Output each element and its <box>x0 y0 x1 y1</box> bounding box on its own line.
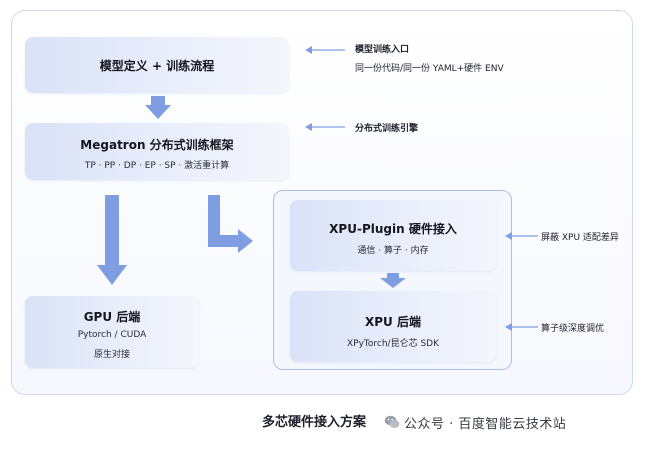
gpu-backend-title: GPU 后端 <box>83 310 141 324</box>
watermark-text: 公众号 · 百度智能云技术站 <box>404 417 567 432</box>
arrow-megatron-to-xpu-plugin <box>208 195 253 253</box>
note-mask: 屏蔽 XPU 适配差异 <box>541 233 619 243</box>
pointer-mask <box>505 232 538 240</box>
model-definition-title: 模型定义 + 训练流程 <box>99 59 215 73</box>
note-tuning: 算子级深度调优 <box>541 324 605 334</box>
xpu-backend-box: XPU 后端 XPyTorch/昆仑芯 SDK <box>290 291 496 362</box>
xpu-plugin-box: XPU-Plugin 硬件接入 通信 · 算子 · 内存 <box>290 200 496 271</box>
pointer-tuning <box>505 323 538 331</box>
gpu-backend-line1: Pytorch / CUDA <box>77 330 147 340</box>
xpu-backend-title: XPU 后端 <box>365 315 421 329</box>
xpu-plugin-title: XPU-Plugin 硬件接入 <box>329 222 457 236</box>
xpu-plugin-subtitle: 通信 · 算子 · 内存 <box>357 246 429 256</box>
wechat-icon <box>384 415 400 428</box>
arrow-plugin-to-backend <box>380 273 406 288</box>
pointer-engine <box>305 123 345 131</box>
model-definition-box: 模型定义 + 训练流程 <box>25 37 289 93</box>
arrow-model-to-megatron <box>145 96 171 119</box>
note-model-entry-title: 模型训练入口 <box>355 45 410 55</box>
xpu-backend-subtitle: XPyTorch/昆仑芯 SDK <box>347 339 439 349</box>
diagram-caption: 多芯硬件接入方案 <box>262 415 367 430</box>
note-model-entry-sub: 同一份代码/同一份 YAML+硬件 ENV <box>355 64 504 74</box>
pointer-model-entry <box>305 46 345 54</box>
note-engine: 分布式训练引擎 <box>355 124 419 134</box>
megatron-title: Megatron 分布式训练框架 <box>80 138 234 152</box>
arrow-megatron-to-gpu <box>97 195 127 285</box>
gpu-backend-line2: 原生对接 <box>93 350 130 360</box>
megatron-subtitle: TP · PP · DP · EP · SP · 激活重计算 <box>84 161 230 171</box>
gpu-backend-box: GPU 后端 Pytorch / CUDA 原生对接 <box>25 296 199 368</box>
megatron-box: Megatron 分布式训练框架 TP · PP · DP · EP · SP … <box>25 123 289 180</box>
